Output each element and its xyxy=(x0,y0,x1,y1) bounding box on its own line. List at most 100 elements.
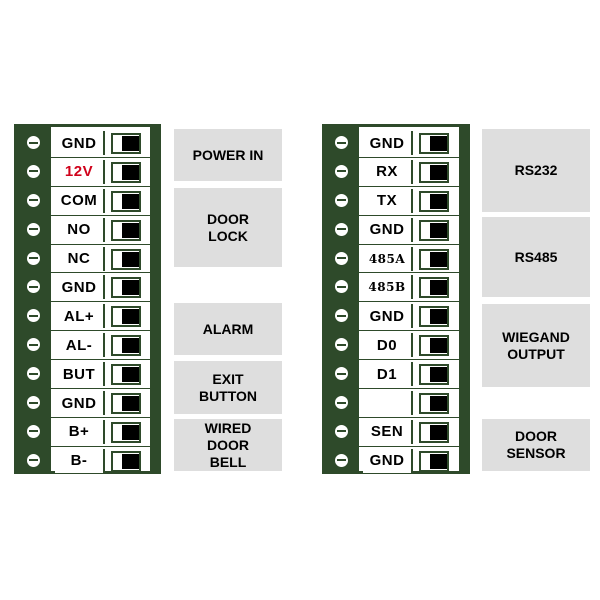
row-divider xyxy=(51,330,150,332)
power-in-label: POWER IN xyxy=(174,129,282,181)
row-divider xyxy=(359,156,459,158)
terminal-row: B+ xyxy=(17,418,158,447)
terminal-row: GND xyxy=(325,302,467,332)
terminal-row: BUT xyxy=(17,360,158,390)
screw-icon xyxy=(25,422,42,440)
wire-socket xyxy=(419,306,449,328)
terminal-row: D0 xyxy=(325,331,467,361)
pin-label: GND xyxy=(55,275,105,300)
terminal-row: RX xyxy=(325,158,467,187)
screw-icon xyxy=(333,191,350,209)
screw-icon xyxy=(333,220,350,238)
screw-icon xyxy=(25,307,42,325)
screw-icon xyxy=(25,249,42,267)
pin-label: TX xyxy=(363,188,413,213)
row-divider xyxy=(51,243,150,245)
pin-label: GND xyxy=(363,448,413,473)
wiegand-output-label: WIEGAND OUTPUT xyxy=(482,304,590,387)
terminal-row: GND xyxy=(17,273,158,303)
screw-icon xyxy=(333,162,350,180)
terminal-row: AL- xyxy=(17,331,158,361)
pin-label: RX xyxy=(363,159,413,184)
terminal-row: NO xyxy=(17,216,158,245)
screw-strip xyxy=(325,127,359,471)
wire-socket xyxy=(111,248,141,270)
screw-icon xyxy=(333,422,350,440)
wire-socket xyxy=(111,393,141,415)
terminal-row: GND xyxy=(325,216,467,245)
wired-door-bell-label: WIRED DOOR BELL xyxy=(174,419,282,471)
screw-icon xyxy=(333,365,350,383)
rs485-label: RS485 xyxy=(482,217,590,297)
wire-socket xyxy=(419,248,449,270)
pin-label: GND xyxy=(363,304,413,329)
row-divider xyxy=(51,445,150,447)
pin-label: 485A xyxy=(363,246,413,271)
pin-label xyxy=(363,391,413,416)
terminal-row: TX xyxy=(325,187,467,216)
terminal-row: 485A xyxy=(325,245,467,274)
row-divider xyxy=(359,330,459,332)
pin-label: D0 xyxy=(363,333,413,358)
row-divider xyxy=(51,185,150,187)
row-divider xyxy=(359,272,459,274)
screw-icon xyxy=(333,394,350,412)
row-divider xyxy=(359,185,459,187)
exit-button-label: EXIT BUTTON xyxy=(174,361,282,414)
row-divider xyxy=(359,445,459,447)
wire-socket xyxy=(419,161,449,183)
wire-socket xyxy=(419,277,449,299)
pin-label: 485B xyxy=(363,275,413,300)
row-divider xyxy=(51,416,150,418)
screw-icon xyxy=(333,278,350,296)
screw-icon xyxy=(25,191,42,209)
row-divider xyxy=(51,388,150,390)
row-divider xyxy=(359,388,459,390)
row-divider xyxy=(359,359,459,361)
pin-label: 12V xyxy=(55,159,105,184)
wire-socket xyxy=(111,421,141,443)
terminal-row: B- xyxy=(17,447,158,476)
screw-icon xyxy=(25,162,42,180)
door-sensor-label: DOOR SENSOR xyxy=(482,419,590,471)
pin-label: B- xyxy=(55,448,105,473)
row-divider xyxy=(359,301,459,303)
wire-socket xyxy=(111,190,141,212)
row-divider xyxy=(51,214,150,216)
wire-socket xyxy=(419,421,449,443)
terminal-row: GND xyxy=(325,447,467,476)
terminal-row: 12V xyxy=(17,158,158,187)
screw-icon xyxy=(25,278,42,296)
screw-icon xyxy=(333,249,350,267)
terminal-row: SEN xyxy=(325,418,467,447)
row-divider xyxy=(359,214,459,216)
pin-label: NC xyxy=(55,246,105,271)
row-divider xyxy=(359,416,459,418)
pin-label: D1 xyxy=(363,362,413,387)
terminal-row: D1 xyxy=(325,360,467,390)
pin-label: SEN xyxy=(363,419,413,444)
wire-socket xyxy=(419,219,449,241)
pin-label: B+ xyxy=(55,419,105,444)
screw-strip xyxy=(17,127,51,471)
screw-icon xyxy=(333,451,350,469)
wire-socket xyxy=(111,306,141,328)
pin-label: NO xyxy=(55,217,105,242)
terminal-edge xyxy=(459,127,467,471)
screw-icon xyxy=(25,365,42,383)
screw-icon xyxy=(333,336,350,354)
screw-icon xyxy=(333,134,350,151)
wire-socket xyxy=(419,335,449,357)
terminal-row xyxy=(325,389,467,418)
wire-socket xyxy=(419,133,449,154)
terminal-row: COM xyxy=(17,187,158,216)
terminal-row: NC xyxy=(17,245,158,274)
door-lock-label: DOOR LOCK xyxy=(174,188,282,267)
pin-label: COM xyxy=(55,188,105,213)
terminal-edge xyxy=(150,127,158,471)
screw-icon xyxy=(25,220,42,238)
screw-icon xyxy=(333,307,350,325)
wire-socket xyxy=(419,393,449,415)
